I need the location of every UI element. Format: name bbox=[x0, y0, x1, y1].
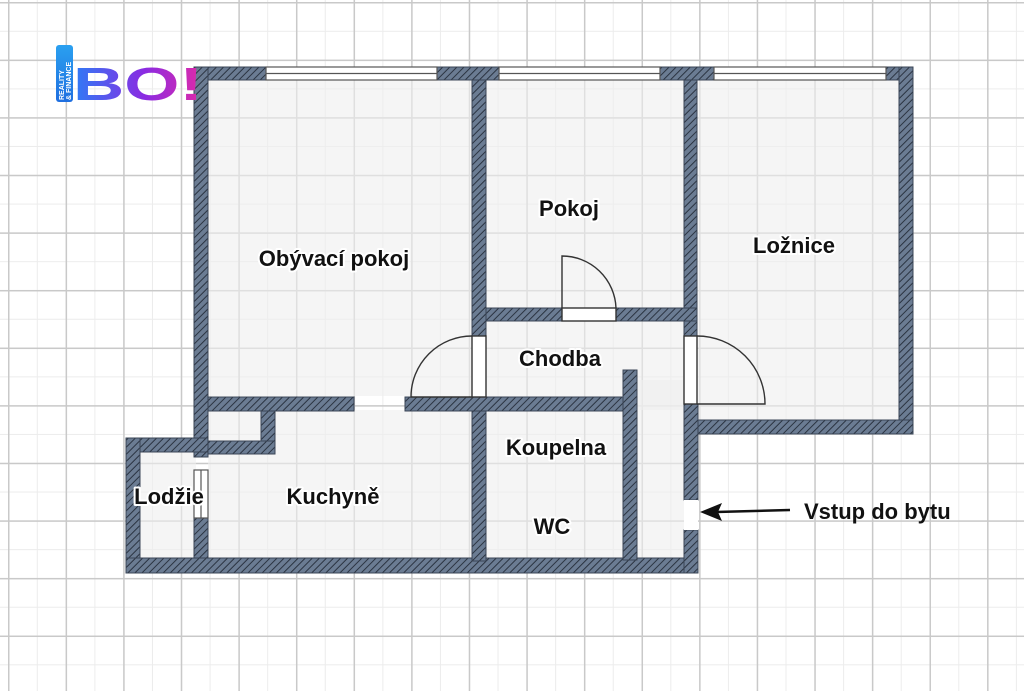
label-lodzie: Lodžie bbox=[134, 484, 204, 509]
label-loznice: Ložnice bbox=[753, 233, 835, 258]
logo: REALITY & FINANCE BO! bbox=[56, 45, 203, 110]
wall-entrance-upper bbox=[683, 403, 699, 501]
floor-koupelna-wc bbox=[486, 410, 636, 558]
label-obyvaci-pokoj: Obývací pokoj bbox=[259, 246, 409, 271]
wall-pokoj-bottom-left bbox=[485, 307, 563, 322]
floor-loznice bbox=[697, 80, 899, 420]
label-chodba: Chodba bbox=[519, 346, 602, 371]
floor-kuchyne bbox=[208, 410, 474, 558]
logo-tagline-2: & FINANCE bbox=[66, 62, 73, 100]
door-entrance-gap bbox=[684, 500, 698, 530]
room-floors bbox=[138, 80, 899, 558]
room-labels: Obývací pokoj Pokoj Ložnice Chodba Koupe… bbox=[132, 194, 837, 541]
label-pokoj: Pokoj bbox=[539, 196, 599, 221]
doors bbox=[410, 255, 766, 530]
wall-left-upper bbox=[193, 66, 209, 458]
walls bbox=[125, 66, 914, 574]
logo-tagline-bar bbox=[56, 45, 73, 102]
wall-pokoj-bottom-right bbox=[615, 307, 698, 322]
wall-top-3 bbox=[659, 66, 715, 81]
floor-lodzie bbox=[138, 452, 196, 558]
wall-pokoj-right bbox=[683, 79, 698, 337]
wall-right bbox=[898, 66, 914, 435]
floor-hall-lower bbox=[636, 380, 684, 558]
logo-wordmark: BO! bbox=[73, 58, 203, 110]
wall-entrance-lower bbox=[683, 529, 699, 574]
wall-obyvaci-right-upper bbox=[471, 79, 487, 381]
wall-koupelna-right bbox=[622, 369, 638, 561]
label-koupelna: Koupelna bbox=[506, 435, 607, 460]
wall-koupelna-left bbox=[471, 410, 487, 562]
door-obyvaci bbox=[410, 335, 487, 398]
entrance-arrow-line bbox=[715, 508, 791, 514]
label-wc: WC bbox=[534, 514, 571, 539]
door-pokoj bbox=[561, 255, 617, 322]
windows bbox=[193, 66, 887, 519]
wall-kitchen-notch-h bbox=[207, 440, 276, 455]
logo-tagline-1: REALITY bbox=[59, 70, 66, 100]
wall-chodba-bottom bbox=[404, 396, 637, 412]
door-loznice bbox=[683, 335, 766, 405]
floor-pokoj bbox=[486, 80, 684, 308]
label-kuchyne: Kuchyně bbox=[287, 484, 380, 509]
entrance-label: Vstup do bytu bbox=[804, 499, 951, 524]
arrow-left-icon bbox=[700, 503, 722, 521]
wall-obyvaci-bottom bbox=[207, 396, 355, 412]
wall-top-2 bbox=[436, 66, 500, 81]
entrance-callout: Vstup do bytu bbox=[700, 499, 951, 524]
floor-obyvaci-pokoj bbox=[208, 80, 474, 396]
wall-bottom bbox=[125, 557, 699, 574]
wall-loznice-bottom bbox=[683, 419, 914, 435]
